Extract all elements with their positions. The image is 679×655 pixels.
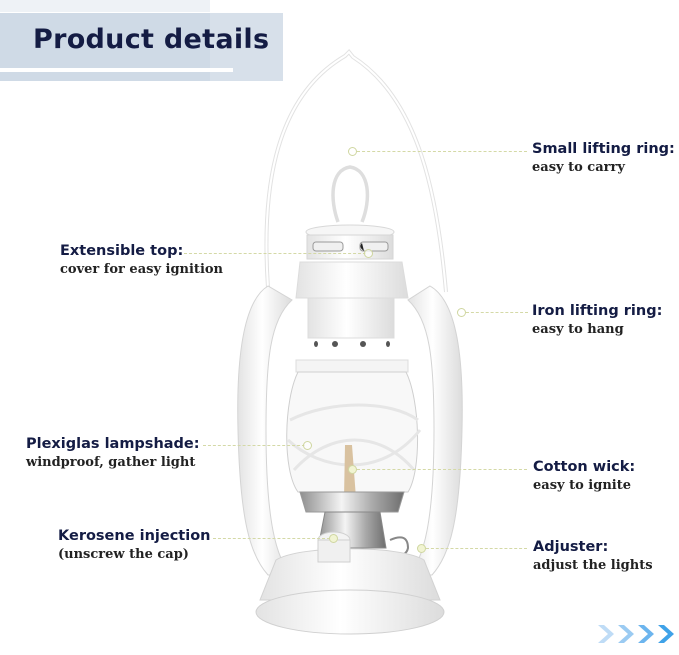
connector-extensible-top bbox=[184, 253, 366, 254]
dot-iron-ring bbox=[457, 308, 466, 317]
callout-plexiglas-lampshade: Plexiglas lampshade: windproof, gather l… bbox=[26, 436, 200, 470]
callout-title: Iron lifting ring: bbox=[532, 303, 663, 319]
callout-kerosene-injection: Kerosene injection (unscrew the cap) bbox=[58, 528, 210, 562]
callout-title: Plexiglas lampshade: bbox=[26, 436, 200, 452]
callout-subtitle: easy to hang bbox=[532, 322, 624, 337]
banner-strip bbox=[0, 0, 210, 12]
dot-plexiglas bbox=[303, 441, 312, 450]
callout-title: Small lifting ring: bbox=[532, 141, 675, 157]
callout-title: Adjuster: bbox=[533, 539, 609, 555]
callout-title: Cotton wick: bbox=[533, 459, 636, 475]
connector-small-ring bbox=[357, 151, 527, 152]
callout-subtitle: (unscrew the cap) bbox=[58, 547, 189, 562]
connector-plexiglas bbox=[203, 445, 305, 446]
dot-kerosene bbox=[329, 534, 338, 543]
connector-kerosene bbox=[213, 538, 330, 539]
connector-cotton-wick bbox=[357, 469, 527, 470]
callout-title: Kerosene injection bbox=[58, 528, 211, 544]
dot-cotton-wick bbox=[348, 465, 357, 474]
callout-subtitle: windproof, gather light bbox=[26, 455, 196, 470]
callout-cotton-wick: Cotton wick: easy to ignite bbox=[533, 459, 635, 493]
callout-iron-lifting-ring: Iron lifting ring: easy to hang bbox=[532, 303, 662, 337]
connector-iron-ring bbox=[466, 312, 528, 313]
dot-small-ring bbox=[348, 147, 357, 156]
callout-subtitle: easy to ignite bbox=[533, 478, 631, 493]
chevron-right-icon[interactable] bbox=[596, 622, 678, 646]
connector-adjuster bbox=[426, 548, 527, 549]
callout-small-lifting-ring: Small lifting ring: easy to carry bbox=[532, 141, 675, 175]
banner-underline bbox=[0, 68, 233, 72]
callout-subtitle: cover for easy ignition bbox=[60, 262, 224, 277]
callout-extensible-top: Extensible top: cover for easy ignition bbox=[60, 243, 223, 277]
callout-title: Extensible top: bbox=[60, 243, 184, 259]
callout-subtitle: adjust the lights bbox=[533, 558, 653, 573]
page-title: Product details bbox=[33, 24, 270, 55]
callout-adjuster: Adjuster: adjust the lights bbox=[533, 539, 653, 573]
dot-adjuster bbox=[417, 544, 426, 553]
dot-extensible-top bbox=[364, 249, 373, 258]
callout-subtitle: easy to carry bbox=[532, 160, 625, 175]
